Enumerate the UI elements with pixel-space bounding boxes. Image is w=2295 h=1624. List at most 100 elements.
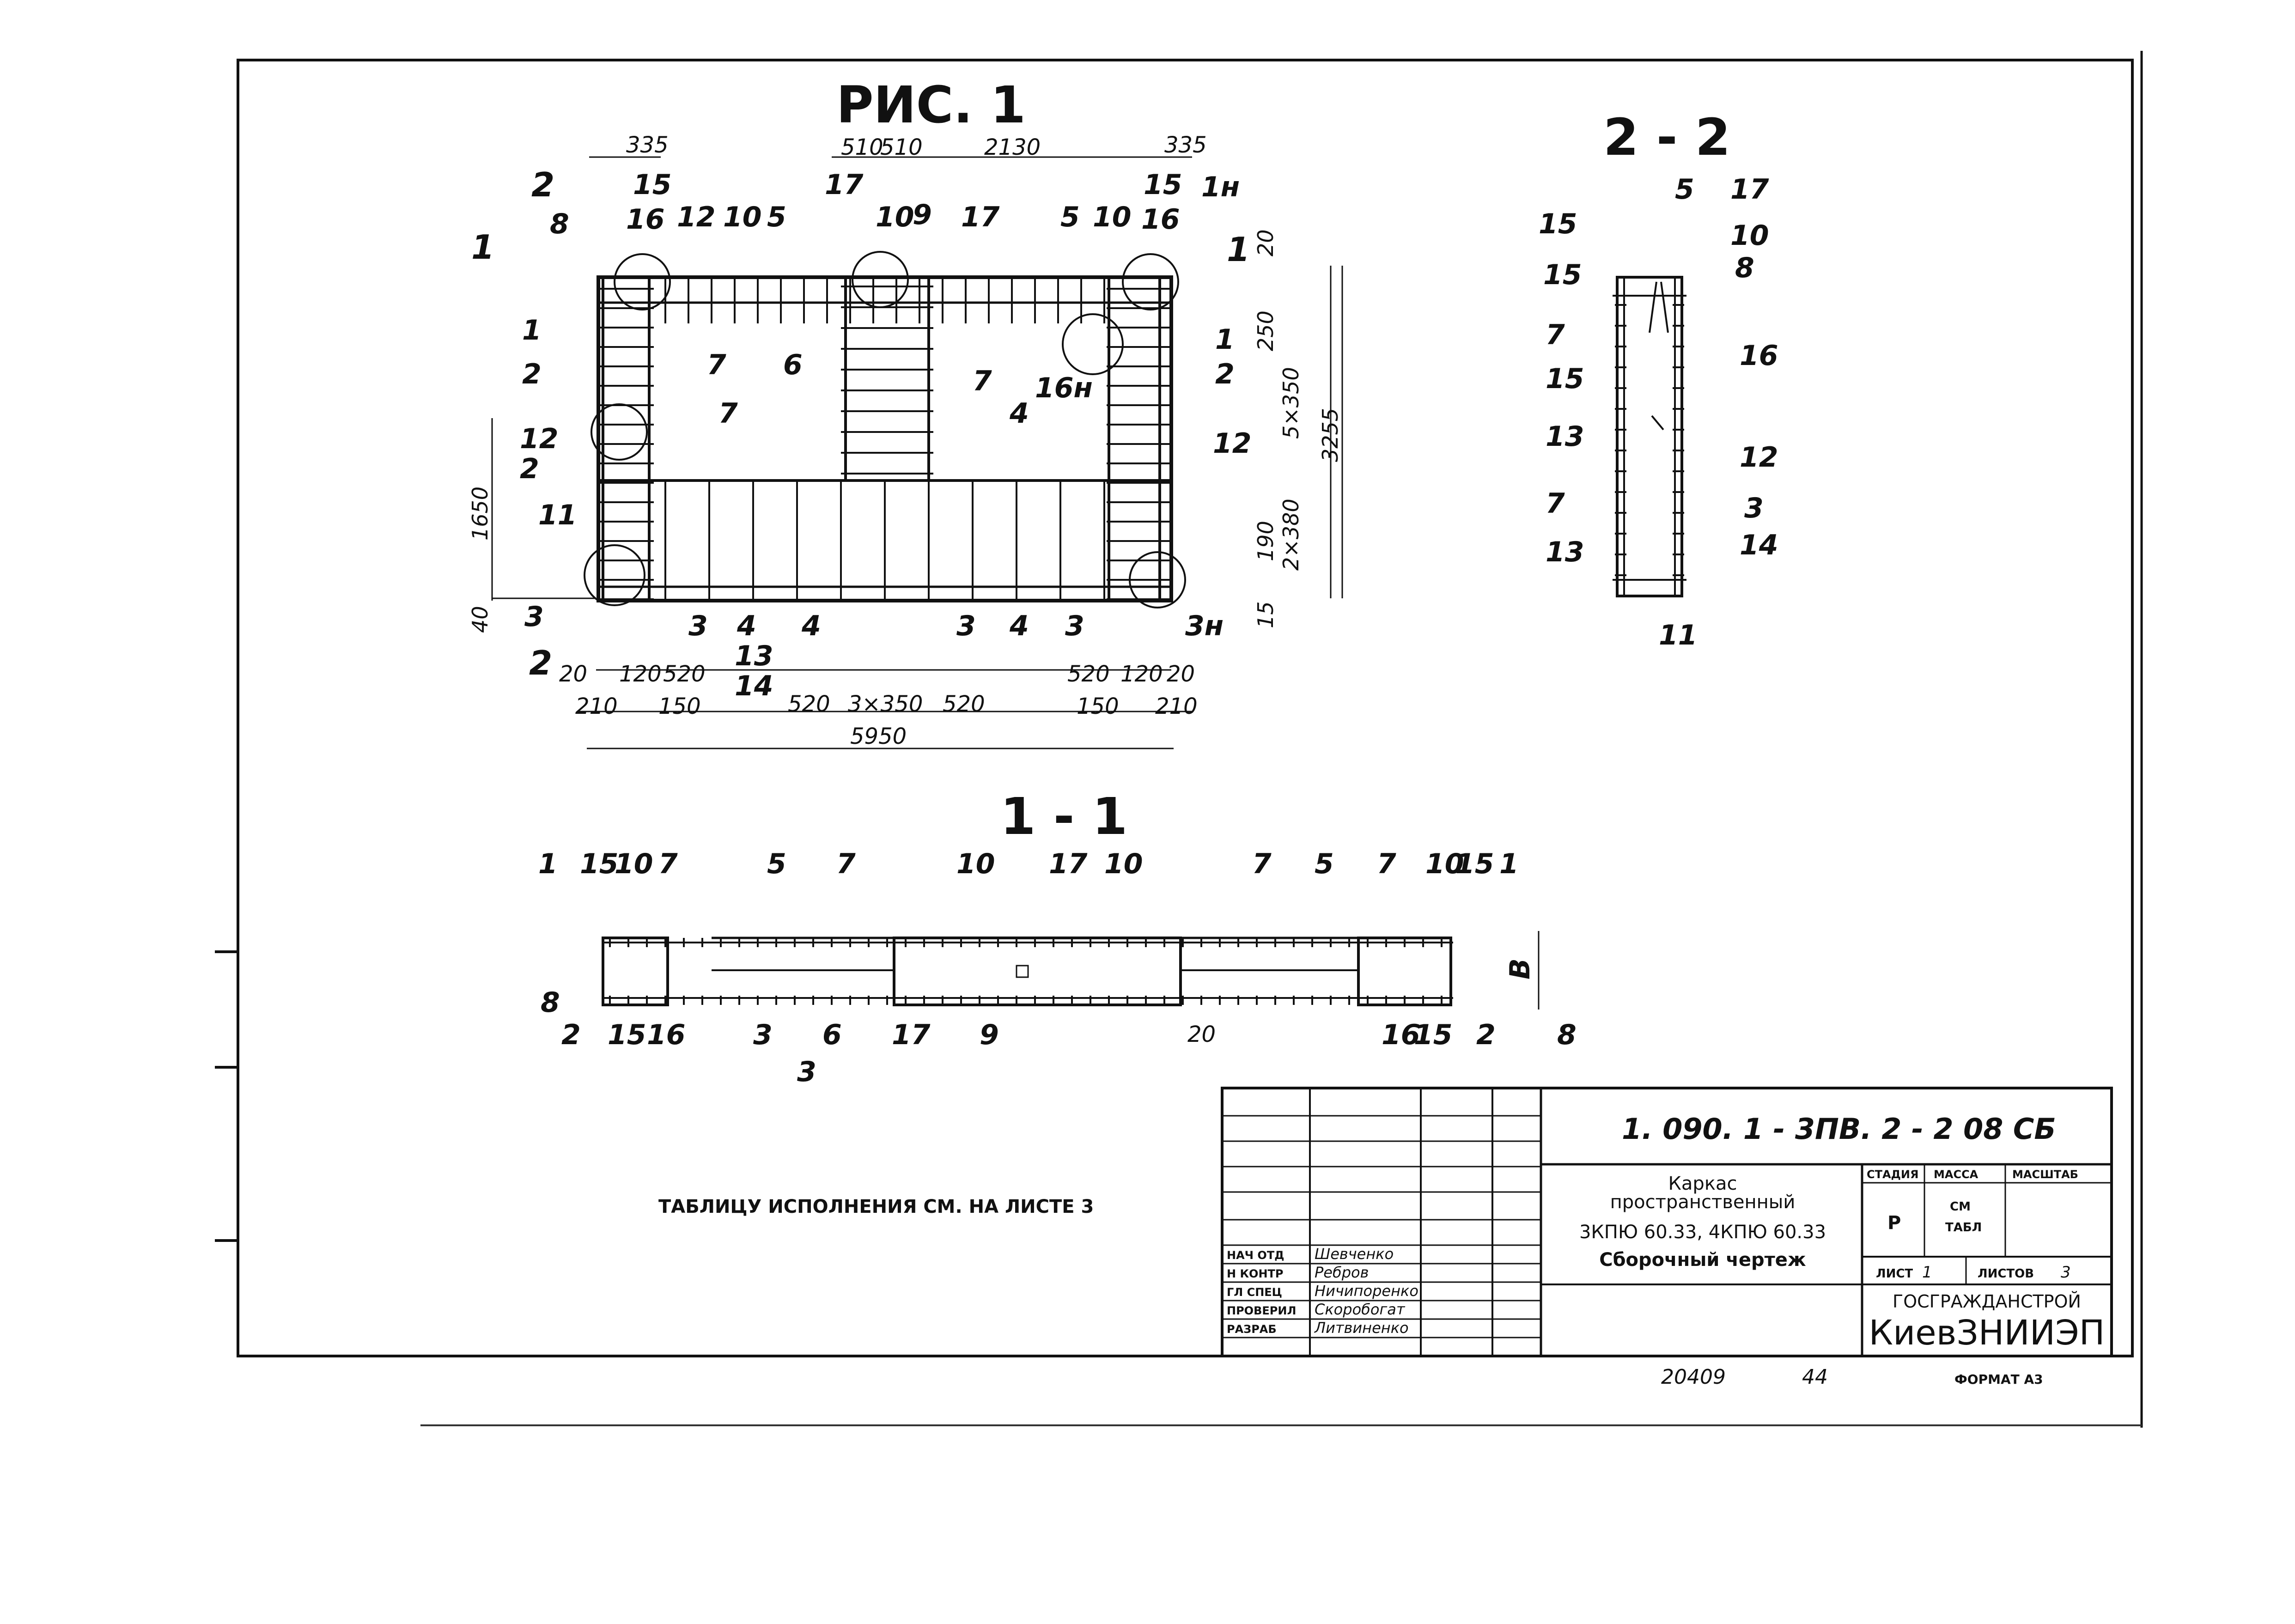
s22-callout: 15 bbox=[1543, 259, 1582, 291]
plan-dim-b-120-r: 120 bbox=[1120, 661, 1163, 687]
s11-callout: 15 bbox=[608, 1019, 646, 1051]
plan-dim-2x380: 2×380 bbox=[1278, 499, 1303, 571]
s22-callout: 11 bbox=[1659, 619, 1698, 651]
plan-callout: 4 bbox=[1009, 397, 1029, 430]
product-name-line-3: 3КПЮ 60.33, 4КПЮ 60.33 bbox=[1579, 1222, 1826, 1243]
stage-label: СТАДИЯ bbox=[1867, 1168, 1919, 1181]
s11-callout: 10 bbox=[615, 848, 653, 880]
s22-callout: 13 bbox=[1546, 420, 1584, 453]
product-name-line-1: Каркас bbox=[1668, 1173, 1737, 1194]
figure-title: РИС. 1 bbox=[836, 75, 1026, 134]
detail-circle-top-left bbox=[614, 253, 671, 310]
section-1-1-ticks bbox=[609, 938, 1443, 1005]
mass-value-1: СМ bbox=[1950, 1200, 1971, 1214]
plan-callout: 16 bbox=[626, 203, 665, 236]
s22-callout: 17 bbox=[1730, 173, 1769, 206]
s22-callout: 8 bbox=[1735, 252, 1754, 284]
plan-dim-b2-150-l: 150 bbox=[658, 693, 701, 719]
section-mark-1-right: 1 bbox=[1227, 230, 1250, 269]
s11-callout: 16 bbox=[1382, 1019, 1420, 1051]
sheets-value: 3 bbox=[2061, 1263, 2071, 1282]
plan-callout: 15 bbox=[633, 169, 672, 201]
plan-callout: 14 bbox=[735, 670, 773, 702]
plan-dim-510-b: 510 bbox=[880, 134, 923, 160]
s11-callout: 17 bbox=[1049, 848, 1088, 880]
s11-callout: 15 bbox=[1455, 848, 1494, 880]
scale-label: МАСШТАБ bbox=[2012, 1168, 2078, 1181]
doc-code: 1. 090. 1 - 3ПВ. 2 - 2 08 СБ bbox=[1622, 1112, 2056, 1146]
plan-callout: 3 bbox=[688, 610, 708, 642]
plan-callout: 2 bbox=[520, 453, 539, 485]
plan-callout: 7 bbox=[718, 397, 738, 430]
plan-callout: 7 bbox=[707, 349, 726, 381]
plan-callout: 12 bbox=[1213, 427, 1252, 460]
s11-callout: 8 bbox=[541, 986, 560, 1019]
plan-callout: 17 bbox=[961, 201, 1000, 233]
plan-callouts: 8 15 16 12 10 5 10 9 17 5 10 15 16 1н 1 … bbox=[520, 169, 1252, 702]
plan-dim-b-20-l: 20 bbox=[559, 661, 587, 687]
detail-circle-16n bbox=[1062, 313, 1124, 375]
s11-callout: 9 bbox=[980, 1019, 999, 1051]
plan-callout: 10 bbox=[723, 201, 762, 233]
plan-dim-b-520-l: 520 bbox=[663, 661, 706, 687]
s11-callout: 10 bbox=[956, 848, 995, 880]
plan-stirrups bbox=[598, 277, 1171, 601]
plan-callout: 3н bbox=[1185, 610, 1224, 642]
org-line-1: ГОСГРАЖДАНСТРОЙ bbox=[1893, 1291, 2081, 1312]
s11-center-block bbox=[893, 937, 1182, 1006]
plan-dim-1650: 1650 bbox=[468, 487, 493, 541]
plan-callout: 3 bbox=[956, 610, 976, 642]
s11-callout: 1 bbox=[538, 848, 558, 880]
inventory-number: 20409 bbox=[1661, 1365, 1726, 1389]
plan-callout: 5 bbox=[1060, 201, 1080, 233]
s11-callout: 17 bbox=[892, 1019, 931, 1051]
plan-callout: 4 bbox=[737, 610, 756, 642]
plan-dim-335-right: 335 bbox=[1164, 132, 1207, 158]
plan-callout: 3 bbox=[1065, 610, 1084, 642]
section-mark-2-bottom: 2 bbox=[529, 644, 552, 682]
plan-callout: 17 bbox=[825, 169, 864, 201]
execution-table-note: ТАБЛИЦУ ИСПОЛНЕНИЯ СМ. НА ЛИСТЕ 3 bbox=[658, 1196, 1094, 1217]
plan-dim-b-520-cl: 520 bbox=[788, 691, 830, 717]
plan-callout: 4 bbox=[1009, 610, 1029, 642]
signature-name: Литвиненко bbox=[1314, 1319, 1409, 1337]
plan-detail-circles bbox=[584, 251, 1186, 608]
sheets-label: ЛИСТОВ bbox=[1978, 1267, 2034, 1281]
plan-callout: 1н bbox=[1201, 171, 1240, 203]
plan-dim-5x350: 5×350 bbox=[1278, 367, 1303, 439]
stage-value: Р bbox=[1887, 1212, 1901, 1234]
detail-circle-top-center bbox=[852, 251, 909, 308]
s11-callout: 10 bbox=[1425, 848, 1464, 880]
plan-callout: 15 bbox=[1144, 169, 1182, 201]
plan-callout: 11 bbox=[538, 499, 577, 531]
signature-role: ПРОВЕРИЛ bbox=[1227, 1304, 1296, 1317]
plan-callout: 8 bbox=[550, 208, 569, 240]
plan-dim-b-520-cr: 520 bbox=[943, 691, 985, 717]
plan-dim-190: 190 bbox=[1253, 521, 1278, 561]
signature-role: РАЗРАБ bbox=[1227, 1323, 1277, 1336]
section-1-1-body bbox=[602, 931, 1540, 1010]
s22-callout: 5 bbox=[1675, 173, 1694, 206]
mass-value-2: ТАБЛ bbox=[1945, 1221, 1982, 1235]
plan-callout: 9 bbox=[913, 199, 932, 231]
detail-circle-top-right bbox=[1122, 253, 1179, 310]
detail-circle-left-mid bbox=[590, 403, 648, 461]
s11-callout: 6 bbox=[822, 1019, 842, 1051]
s11-right-block bbox=[1357, 937, 1452, 1006]
plan-callout: 16 bbox=[1141, 203, 1180, 236]
plan-callout: 10 bbox=[876, 201, 914, 233]
s22-callout: 15 bbox=[1546, 363, 1584, 395]
plan-callout: 16н bbox=[1035, 372, 1093, 404]
plan-dim-b-520-r: 520 bbox=[1067, 661, 1110, 687]
plan-dim-b-3x350: 3×350 bbox=[848, 691, 923, 717]
section-mark-2-top: 2 bbox=[531, 165, 554, 204]
sheet-label: ЛИСТ bbox=[1876, 1267, 1913, 1281]
plan-dim-b-20-r: 20 bbox=[1167, 661, 1195, 687]
section-2-2-body bbox=[1613, 276, 1686, 597]
signature-name: Скоробогат bbox=[1315, 1301, 1406, 1318]
s11-callout: 15 bbox=[580, 848, 619, 880]
s11-callout: 16 bbox=[647, 1019, 686, 1051]
section-2-2-title: 2 - 2 bbox=[1603, 108, 1730, 167]
